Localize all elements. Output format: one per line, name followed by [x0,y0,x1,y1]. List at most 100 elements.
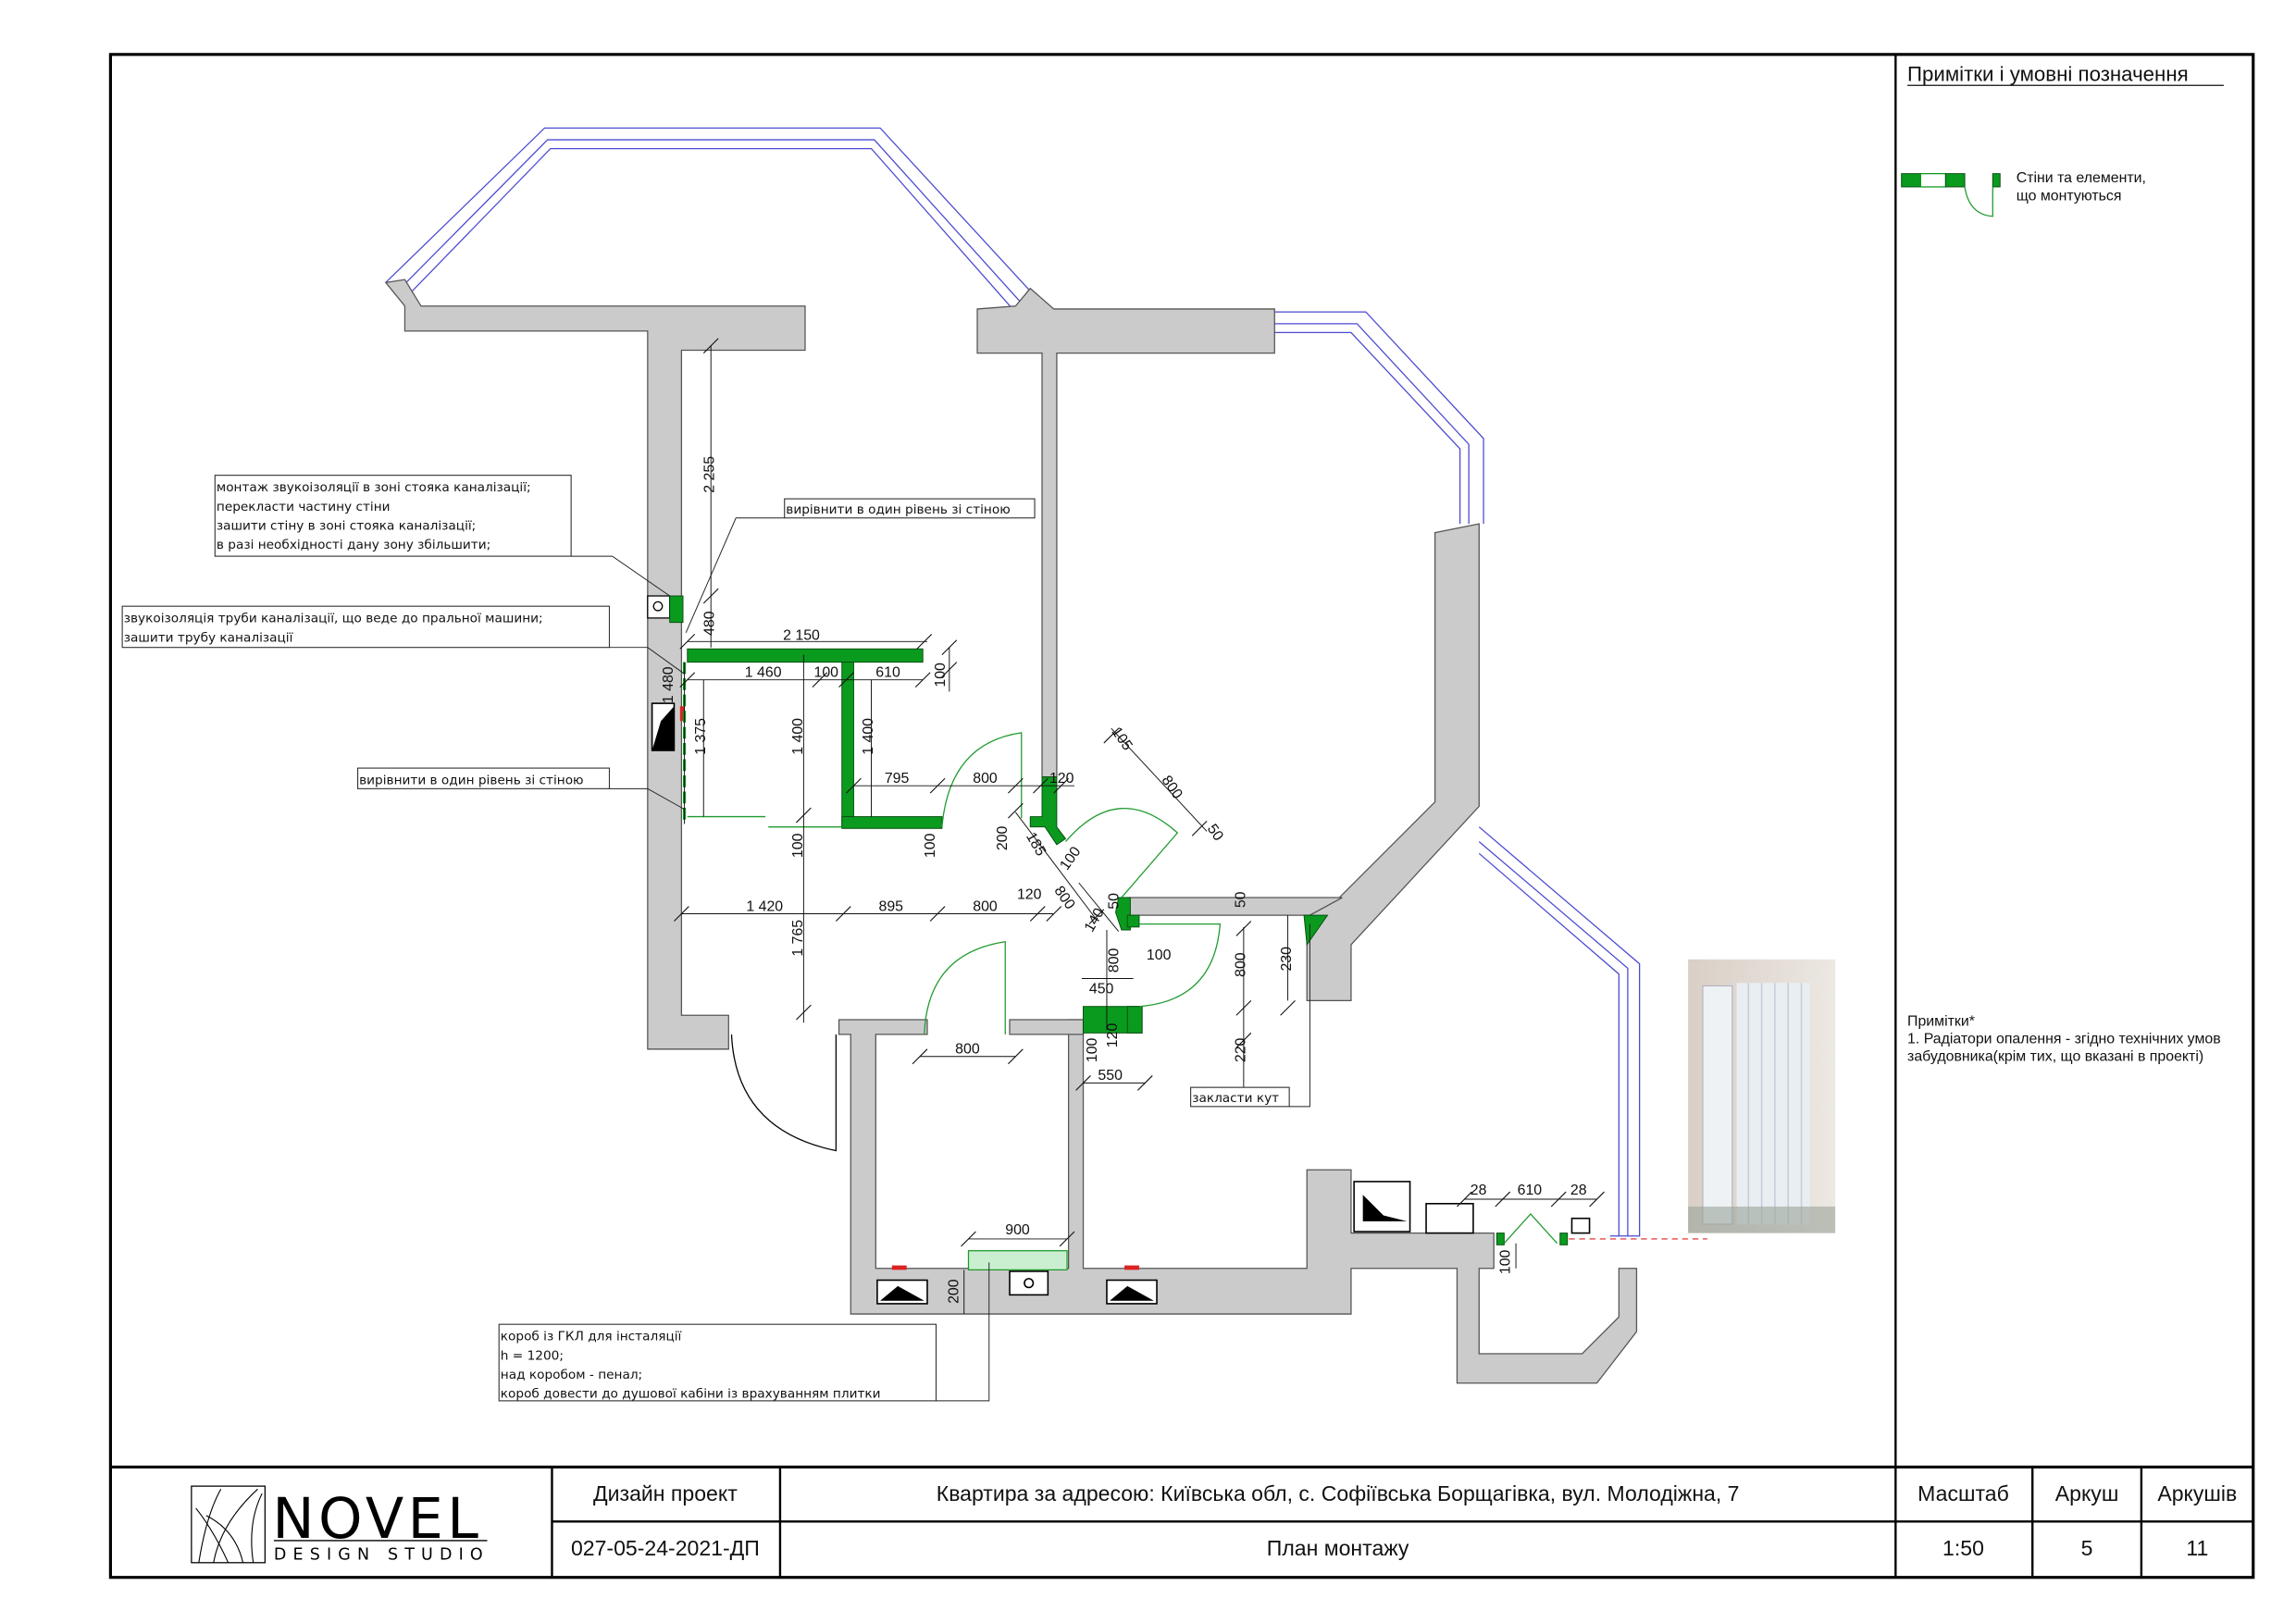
dim: 1 400 [790,718,806,755]
svg-text:DESIGN STUDIO: DESIGN STUDIO [274,1546,488,1565]
svg-text:закласти кут: закласти кут [1192,1091,1279,1106]
gkl-box [967,1250,1068,1270]
window-bay-right [1274,311,1484,525]
dim: 1 375 [693,718,709,755]
dim: 2 150 [783,628,820,644]
drain-icon [1024,1278,1035,1289]
vent-shaft-kitchen-fill [1362,1195,1408,1221]
dim: 800 [973,771,998,787]
note-1-line1: 1. Радіатори опалення - згідно технічних… [1907,1031,2221,1047]
window-right-lower [1478,826,1641,1237]
wall-top-left [384,279,806,1050]
svg-text:NOVEL: NOVEL [272,1487,487,1552]
dim: 220 [1233,1037,1248,1062]
dim: 100 [814,664,839,680]
legend-panel: Примітки і умовні позначення Стіни та ел… [1901,62,2224,1065]
annotation-corner: закласти кут [1190,923,1310,1108]
dim: 120 [1105,1023,1121,1048]
dim: 1 460 [745,664,782,680]
riser-kitchen [1570,1217,1591,1234]
svg-text:короб із ГКЛ для інсталяції: короб із ГКЛ для інсталяції [501,1330,682,1344]
svg-text:в разі необхідності дану зону: в разі необхідності дану зону збільшити; [217,538,490,552]
dimension-ticks [674,338,1605,1247]
new-walls [669,595,1569,1270]
dim: 120 [1049,771,1074,787]
annotation-level-left: вирівнити в один рівень зі стіною [357,767,685,811]
riser-shaft [647,595,671,619]
dim: 900 [1005,1222,1030,1238]
sheet-name: План монтажу [1267,1536,1409,1560]
annotation-level-top: вирівнити в один рівень зі стіною [685,498,1036,633]
dim: 50 [1107,893,1123,910]
svg-text:над коробом - пенал;: над коробом - пенал; [501,1368,642,1382]
wall-corridor-stub [1009,1019,1085,1035]
dim: 28 [1570,1183,1587,1198]
svg-text:зашити стіну в зоні стояка кан: зашити стіну в зоні стояка каналізації; [217,518,476,533]
dim: 550 [1098,1068,1123,1084]
toilet-drain [1009,1270,1049,1296]
svg-text:вирівнити в один рівень зі сті: вирівнити в один рівень зі стіною [359,774,583,788]
dim: 100 [1085,1037,1100,1062]
vent-bath-1-fill [880,1285,925,1301]
dim: 230 [1279,947,1295,972]
vent-shaft-left-fill [652,706,675,751]
dim: 100 [790,833,806,858]
annotation-riser: монтаж звукоізоляції в зоні стояка канал… [214,475,670,597]
sheets-value: 11 [2186,1536,2208,1560]
dim: 895 [878,898,903,914]
vent-bath-2-fill [1110,1285,1154,1301]
dim: 200 [946,1279,962,1304]
dim: 450 [1089,981,1114,997]
svg-text:короб довести до душової кабін: короб довести до душової кабіни із враху… [501,1387,881,1402]
dim: 100 [1147,948,1172,963]
dim: 50 [1233,891,1248,908]
notes-title: Примітки* [1907,1013,1975,1029]
floor-plan: 2 255 480 2 150 1 460 100 610 100 1 480 … [121,127,1836,1402]
dim: 100 [1498,1249,1514,1274]
project-code: 027-05-24-2021-ДП [571,1536,760,1560]
sheets-label: Аркушів [2157,1481,2237,1505]
address: Квартира за адресою: Київська обл, с. Со… [937,1481,1740,1505]
scale-label: Масштаб [1917,1481,2009,1505]
project-type: Дизайн проект [593,1481,738,1505]
dim: 185 [1023,830,1049,860]
novel-logo: NOVEL DESIGN STUDIO [191,1485,488,1565]
annotation-pipe: звукоізоляція труби каналізації, що веде… [121,605,685,675]
dim: 100 [933,663,949,688]
dim: 800 [973,898,998,914]
dim: 28 [1471,1183,1487,1198]
sheet-label: Аркуш [2055,1481,2119,1505]
dim: 800 [1107,948,1123,973]
legend-new-element-symbol [1901,173,2001,217]
dim: 1 400 [861,718,876,755]
svg-text:перекласти частину стіни: перекласти частину стіни [217,500,391,514]
radiator-mark [1124,1265,1139,1270]
dim: 610 [1518,1183,1543,1198]
legend-item-line1: Стіни та елементи, [2017,170,2146,186]
dim: 800 [1050,884,1077,913]
svg-text:звукоізоляція труби каналізаці: звукоізоляція труби каналізації, що веде… [124,612,543,626]
annotation-gkl-box: короб із ГКЛ для інсталяції h = 1200; на… [498,1262,990,1402]
dim: 795 [885,771,910,787]
svg-text:зашити трубу каналізації: зашити трубу каналізації [124,630,293,645]
dim: 1 480 [661,666,676,703]
doors [687,732,1707,1245]
wall-bathroom [838,1019,1638,1384]
dim: 2 255 [701,456,717,493]
dim: 1 765 [790,920,806,957]
vent-shaft-kitchen [1353,1181,1411,1233]
riser-pipe-icon [652,601,664,612]
sheet-value: 5 [2081,1536,2093,1560]
dim: 100 [1057,844,1084,873]
radiator-mark [891,1265,907,1270]
dim: 120 [1017,887,1042,903]
dim: 610 [875,664,900,680]
dim: 1 420 [746,898,783,914]
wall-right [1306,523,1480,1001]
legend-item-line2: що монтуються [2017,188,2122,204]
wall-top-middle [976,287,1275,778]
dimension-lines [681,345,1597,1315]
radiator-mark [679,706,685,722]
svg-text:вирівнити в один рівень зі сті: вирівнити в один рівень зі стіною [786,502,1010,517]
